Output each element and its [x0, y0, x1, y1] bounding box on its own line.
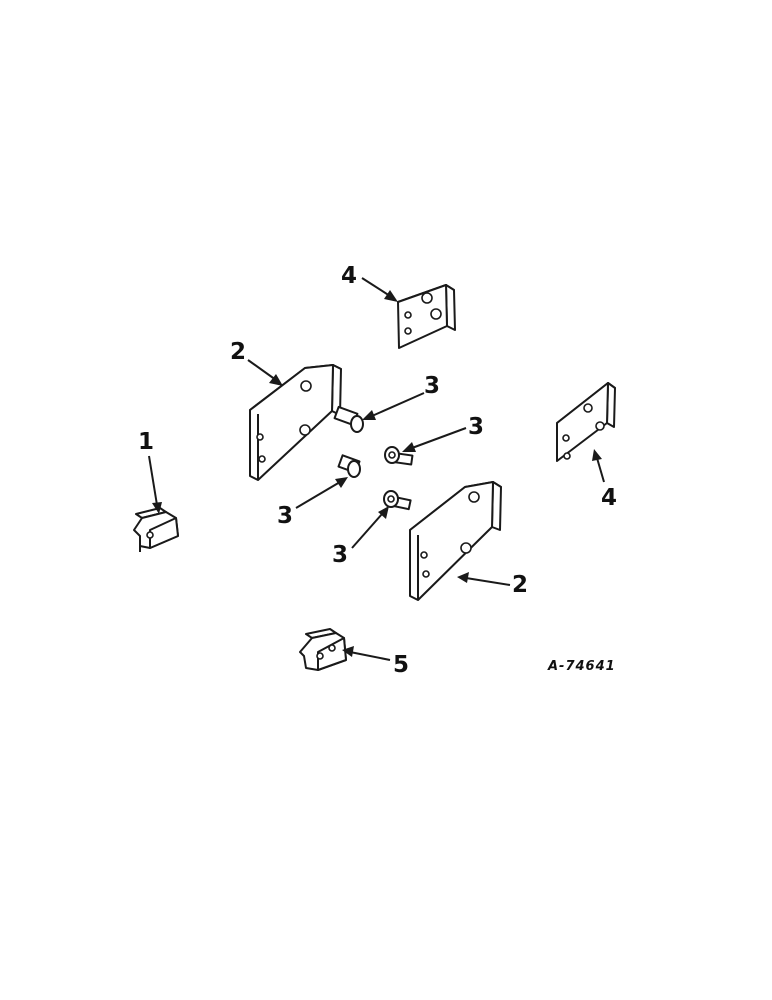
callout-2-upper: 2 — [230, 339, 246, 365]
callout-3-a: 3 — [424, 373, 440, 399]
part-1-bracket — [133, 507, 179, 552]
callout-3-d: 3 — [332, 542, 348, 568]
part-3-bolt-c — [337, 454, 361, 478]
callout-2-lower: 2 — [512, 572, 528, 598]
part-3-bolt-a — [333, 405, 364, 433]
part-2-upper-plate — [249, 364, 342, 481]
callout-4-upper: 4 — [341, 263, 357, 289]
part-3-bolt-b — [384, 446, 414, 466]
callout-3-c: 3 — [277, 503, 293, 529]
drawing-code: A-74641 — [547, 659, 616, 674]
callout-1: 1 — [138, 429, 154, 455]
callout-5: 5 — [393, 652, 409, 678]
part-3-bolt-d — [383, 490, 412, 511]
part-4-upper-plate — [397, 284, 456, 349]
part-2-lower-plate — [409, 481, 502, 601]
callout-4-right: 4 — [601, 485, 617, 511]
callout-3-b: 3 — [468, 414, 484, 440]
part-5-bracket — [299, 628, 347, 671]
leader-lines — [148, 277, 605, 661]
part-4-right-plate — [556, 382, 616, 462]
